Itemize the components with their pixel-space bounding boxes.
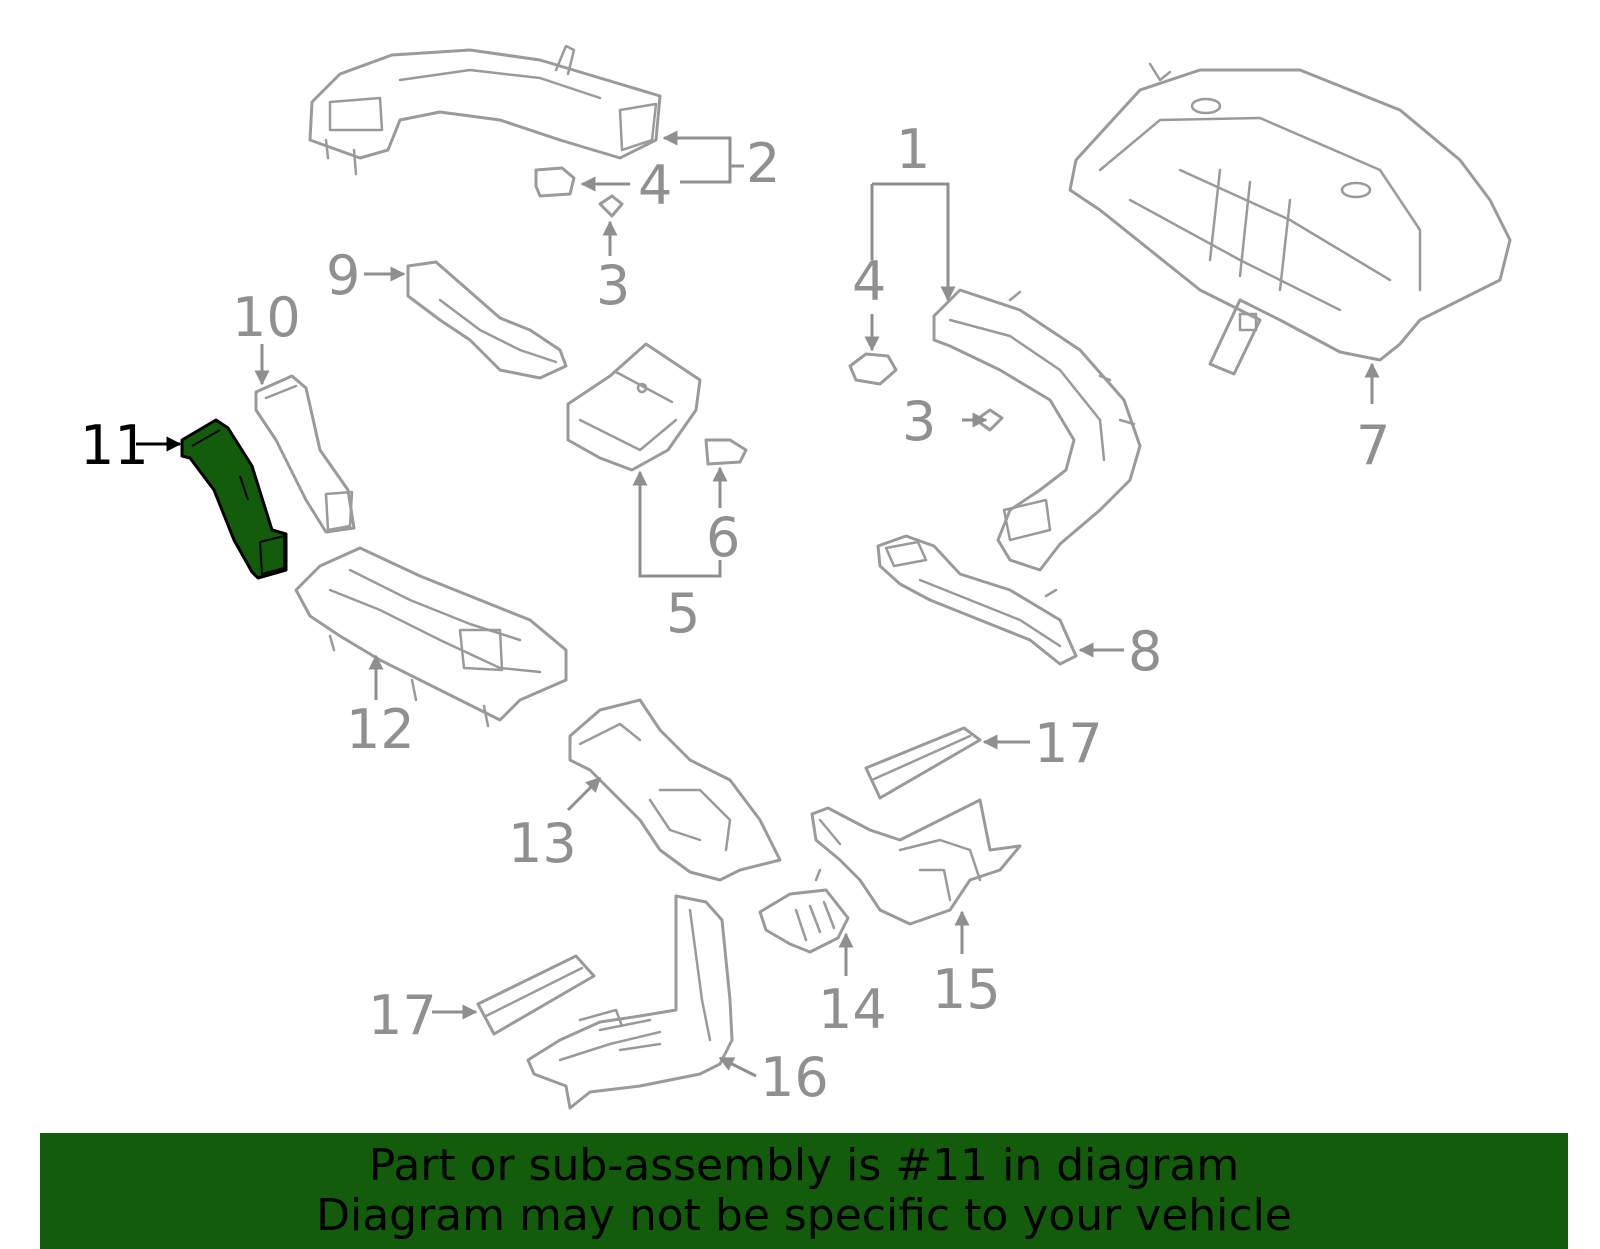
callout-4-top: 4: [638, 154, 672, 217]
part-15-duct: [810, 798, 1022, 926]
callout-8: 8: [1128, 620, 1162, 683]
part-17-pad-upper: [864, 726, 982, 800]
banner-line-1: Part or sub-assembly is #11 in diagram: [368, 1140, 1240, 1191]
part-8-duct: [876, 534, 1078, 666]
part-4-clip-top: [534, 166, 576, 198]
part-6-clip: [704, 438, 748, 466]
callout-3-right: 3: [902, 390, 936, 453]
callout-7: 7: [1356, 414, 1390, 477]
part-1-duct: [932, 288, 1142, 572]
callout-labels: 2 4 3 9 10 11 12 5 6 1 4 3 7 8 17 13 15 …: [80, 118, 1390, 1109]
part-2-upper-duct: [308, 44, 662, 176]
callout-1: 1: [896, 118, 930, 181]
callout-4-right: 4: [852, 250, 886, 313]
callout-16: 16: [760, 1046, 829, 1109]
part-9-duct: [406, 260, 568, 380]
part-3-clip-top: [598, 194, 624, 218]
callout-11: 11: [80, 414, 149, 477]
part-11-duct-highlighted: [180, 418, 288, 580]
part-7-hvac-assembly: [1068, 62, 1512, 376]
callout-3-top: 3: [596, 254, 630, 317]
part-17-pad-lower: [476, 954, 596, 1036]
part-4-clip-right: [848, 352, 898, 386]
leader-lines: [136, 130, 1380, 1078]
part-13-duct: [568, 698, 782, 882]
callout-9: 9: [326, 244, 360, 307]
info-banner: Part or sub-assembly is #11 in diagram D…: [40, 1133, 1568, 1249]
part-5-box: [566, 342, 702, 472]
callout-13: 13: [508, 812, 577, 875]
part-11-shape: [180, 418, 288, 580]
callout-17-lower: 17: [368, 984, 437, 1047]
part-16-floor-duct: [526, 894, 734, 1110]
part-12-frame: [294, 546, 568, 728]
callout-15: 15: [932, 958, 1001, 1021]
callout-17-upper: 17: [1034, 712, 1103, 775]
part-10-duct: [254, 374, 356, 534]
banner-line-2: Diagram may not be specific to your vehi…: [316, 1190, 1292, 1241]
callout-10: 10: [232, 286, 301, 349]
callout-14: 14: [818, 978, 887, 1041]
part-14-vent: [758, 868, 850, 954]
callout-6: 6: [706, 506, 740, 569]
callout-5: 5: [666, 582, 700, 645]
callout-2: 2: [746, 132, 780, 195]
callout-12: 12: [346, 698, 415, 761]
